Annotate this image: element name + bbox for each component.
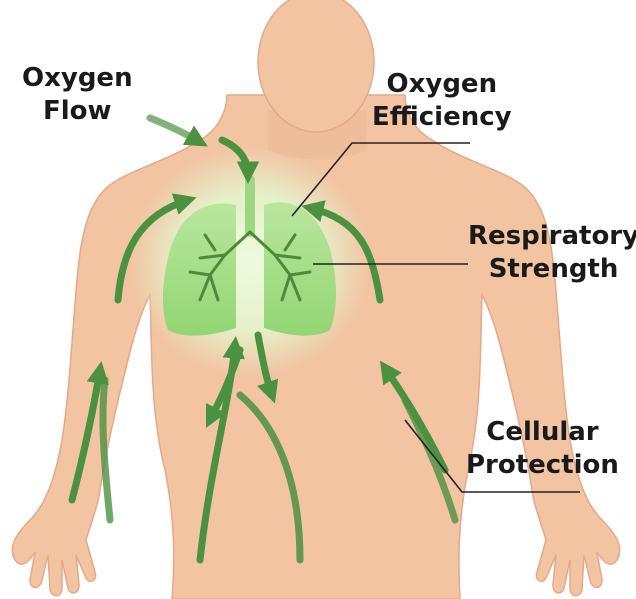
head: [258, 0, 374, 132]
label-oxygen-flow-line2: Flow: [22, 95, 133, 128]
label-cellular-protection: Cellular Protection: [466, 416, 619, 482]
label-oxygen-efficiency: Oxygen Efficiency: [372, 68, 512, 134]
label-cellular-protection-line1: Cellular: [466, 416, 619, 449]
label-oxygen-flow: Oxygen Flow: [22, 62, 133, 128]
label-respiratory-strength-line2: Strength: [468, 253, 636, 286]
label-oxygen-efficiency-line2: Efficiency: [372, 101, 512, 134]
label-respiratory-strength: Respiratory Strength: [468, 220, 636, 286]
label-cellular-protection-line2: Protection: [466, 449, 619, 482]
label-oxygen-efficiency-line1: Oxygen: [372, 68, 512, 101]
arrow-inflow: [150, 118, 200, 142]
label-respiratory-strength-line1: Respiratory: [468, 220, 636, 253]
label-oxygen-flow-line1: Oxygen: [22, 62, 133, 95]
